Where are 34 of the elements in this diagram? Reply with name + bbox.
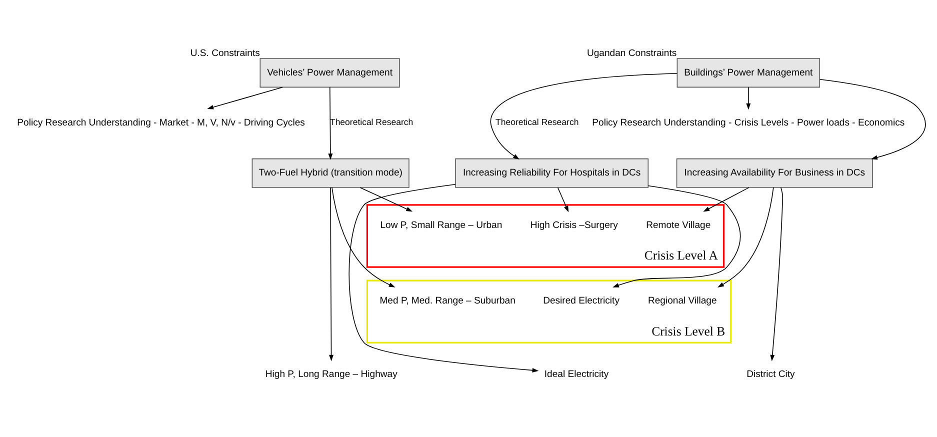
arrow: [329, 187, 334, 362]
node-label: U.S. Constraints: [190, 48, 260, 59]
arrow: [819, 78, 926, 160]
node-text: District City: [746, 368, 795, 380]
node-text: High P, Long Range – Highway: [265, 368, 398, 380]
node-text: Remote Village: [646, 220, 711, 232]
arrow: [703, 187, 750, 212]
node-text: Policy Research Understanding - Market - M, V, N/v - Driving Cycles: [17, 117, 305, 128]
arrow: [770, 187, 784, 362]
node-box: Vehicles’ Power Management: [260, 58, 400, 88]
arrow: [328, 86, 333, 160]
node-label: Ugandan Constraints: [586, 48, 677, 59]
arrow: [718, 187, 774, 288]
node-text: High Crisis –Surgery: [530, 220, 618, 232]
node-text: Ideal Electricity: [544, 368, 609, 380]
arrow: [207, 86, 283, 110]
node-box: Buildings’ Power Management: [676, 58, 820, 88]
node-text: Policy Research Understanding - Crisis Levels - Power loads - Economics: [592, 117, 905, 128]
node-text: Desired Electricity: [543, 296, 620, 307]
arrow: [746, 87, 751, 110]
arrow: [490, 73, 678, 160]
node-text: Regional Village: [648, 296, 717, 307]
arrow: [612, 185, 741, 288]
node-box: Increasing Availability For Business in DCs: [676, 158, 873, 188]
arrow: [557, 187, 569, 212]
arrow: [348, 184, 539, 373]
arrow: [332, 187, 396, 288]
edge-label: Theoretical Research: [496, 117, 579, 128]
arrow: [360, 187, 413, 212]
node-text: Low P, Small Range – Urban: [380, 220, 502, 232]
node-text: Med P, Med. Range – Suburban: [380, 296, 516, 307]
node-box: Two-Fuel Hybrid (transition mode): [252, 158, 410, 188]
node-box: Increasing Reliability For Hospitals in DCs: [455, 158, 649, 188]
edge-label: Theoretical Research: [330, 117, 414, 128]
